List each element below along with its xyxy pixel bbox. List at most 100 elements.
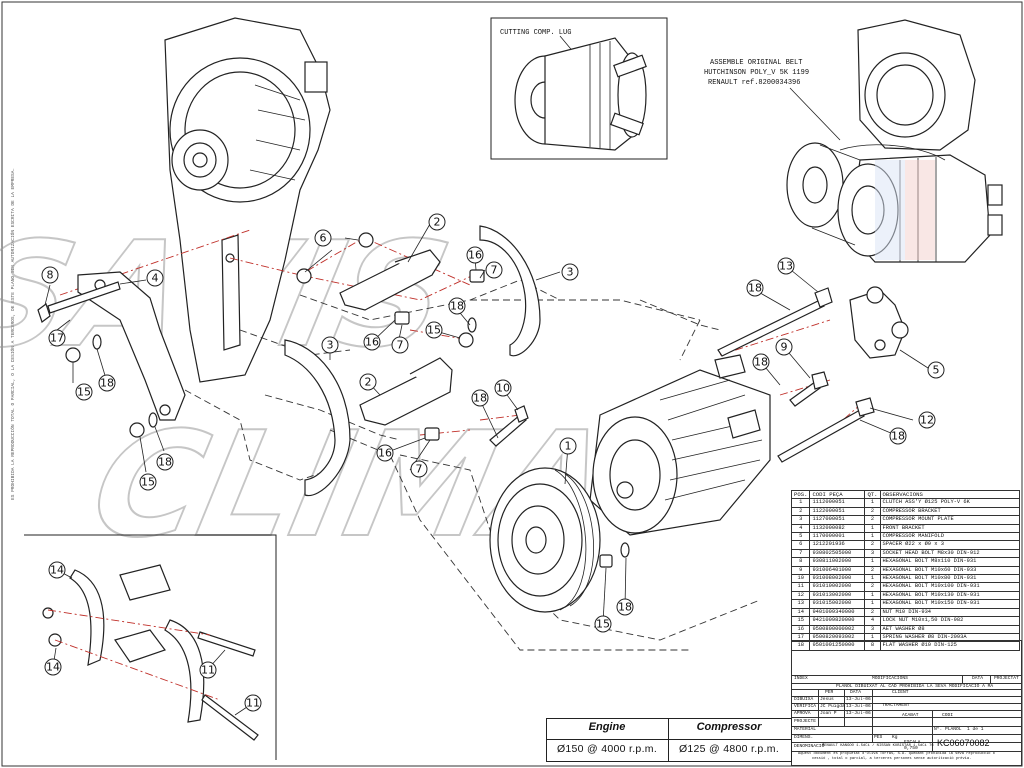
per-label: PER [825,690,834,695]
flat-washer [620,542,630,558]
compressor-body [589,354,771,536]
spacer [358,232,374,248]
cell-qty: 1 [864,599,881,609]
svg-text:18: 18 [450,300,464,313]
drawn-by-name: Jesus [820,697,834,702]
callout-2: 2 [359,373,377,391]
drawn-by-label: DIBUIXA [794,697,814,702]
svg-text:14: 14 [50,564,64,577]
verified-by-label: VERIFICA [794,704,817,709]
callout-11: 11 [199,661,217,679]
callout-6: 6 [314,229,332,247]
callout-2: 2 [428,213,446,231]
cell-pos: 7 [790,548,811,559]
ownership-note-line2: cessió , total o parcial, a terceres per… [812,757,972,761]
svg-text:15: 15 [77,386,91,399]
callout-7: 7 [410,460,428,478]
cell-qty: 1 [864,574,881,584]
callout-1: 1 [559,437,577,455]
drawing-number: KC06070082 [937,738,990,748]
svg-text:10: 10 [496,382,510,395]
cell-qty: 2 [864,540,881,550]
cell-pos: 12 [790,590,811,601]
cell-observations: HEXAGONAL BOLT M10x80 DIN-931 [879,574,1021,584]
header-code: CODI PEÇA [809,489,866,500]
callout-16: 16 [466,246,484,264]
callout-9: 9 [775,338,793,356]
callout-18: 18 [889,427,907,445]
cell-code: 931010002000 [809,582,866,592]
svg-text:7: 7 [416,463,423,476]
cell-pos: 3 [790,515,811,525]
weight-label: PES [874,735,883,740]
callout-11: 11 [244,694,262,712]
header-observations: OBSERVACIONS [879,489,1021,500]
svg-text:16: 16 [378,447,392,460]
pulley-speed-table: Engine Compressor Ø150 @ 4000 r.p.m. Ø12… [546,718,792,762]
part-callouts: 1 2 2 3 3 4 5 6 7 7 7 8 9 10 11 11 12 13… [41,213,945,712]
approved-by-name: Joan P [820,711,837,716]
cell-qty: 3 [864,624,881,634]
fasteners-group [394,269,529,447]
svg-text:3: 3 [567,266,574,279]
cell-qty: 2 [864,582,881,592]
callout-13: 13 [777,257,795,275]
cell-pos: 16 [790,624,811,634]
callout-18: 18 [616,598,634,616]
cell-pos: 5 [790,532,811,542]
material-label: MATERIAL [794,727,817,732]
cell-qty: 3 [864,548,881,559]
compressor-mount-plate-right [479,225,541,357]
callout-16: 16 [376,444,394,462]
callout-18: 18 [98,374,116,392]
svg-text:14: 14 [46,661,60,674]
inset-cutting-lug: CUTTING COMP. LUG [490,17,668,160]
cell-observations: HEXAGONAL BOLT M10x130 DIN-931 [879,590,1021,601]
cell-observations: COMPRESSOR MOUNT PLATE [879,515,1021,525]
cell-code: 930811002000 [809,557,866,567]
cell-pos: 1 [790,498,811,508]
cell-qty: 1 [864,523,881,534]
svg-text:6: 6 [320,232,327,245]
ownership-note-line1: Aquest document és propietat d'Oliva Tor… [798,752,995,756]
cell-pos: 11 [790,582,811,592]
cell-qty: 1 [864,590,881,601]
svg-text:12: 12 [920,414,934,427]
assembly-guides [184,279,761,651]
svg-text:16: 16 [365,336,379,349]
title-block: ÍNDEX MODIFICACIONS DATA PROJECTAT PLÀNO… [791,640,1022,766]
cell-qty: 2 [864,565,881,576]
header-pos: POS. [790,489,811,500]
finish-label: ACABAT [902,713,919,718]
cell-observations: NUT M10 DIN-934 [879,607,1021,618]
cell-qty: 1 [864,632,881,643]
clutch-pulley [489,467,601,613]
cell-code: 931013002000 [809,590,866,601]
callout-15: 15 [594,615,612,633]
cell-code: 1212201936 [809,540,866,550]
drawing-number-label: Nº. PLÀNOL [934,727,962,732]
data-label: DATA [850,690,862,695]
cell-pos: 15 [790,616,811,626]
drawn-by-date: 13-Jul-06 [846,697,871,702]
compressor-manifold [849,286,909,359]
callout-15: 15 [425,321,443,339]
cell-code: 9421009820000 [809,616,866,626]
svg-text:7: 7 [397,339,404,352]
cell-qty: 2 [864,506,881,517]
spacer [296,268,312,284]
callout-15: 15 [75,383,93,401]
callout-4: 4 [146,269,164,287]
svg-text:15: 15 [141,476,155,489]
svg-text:17: 17 [50,332,64,345]
cell-qty: 1 [864,498,881,508]
